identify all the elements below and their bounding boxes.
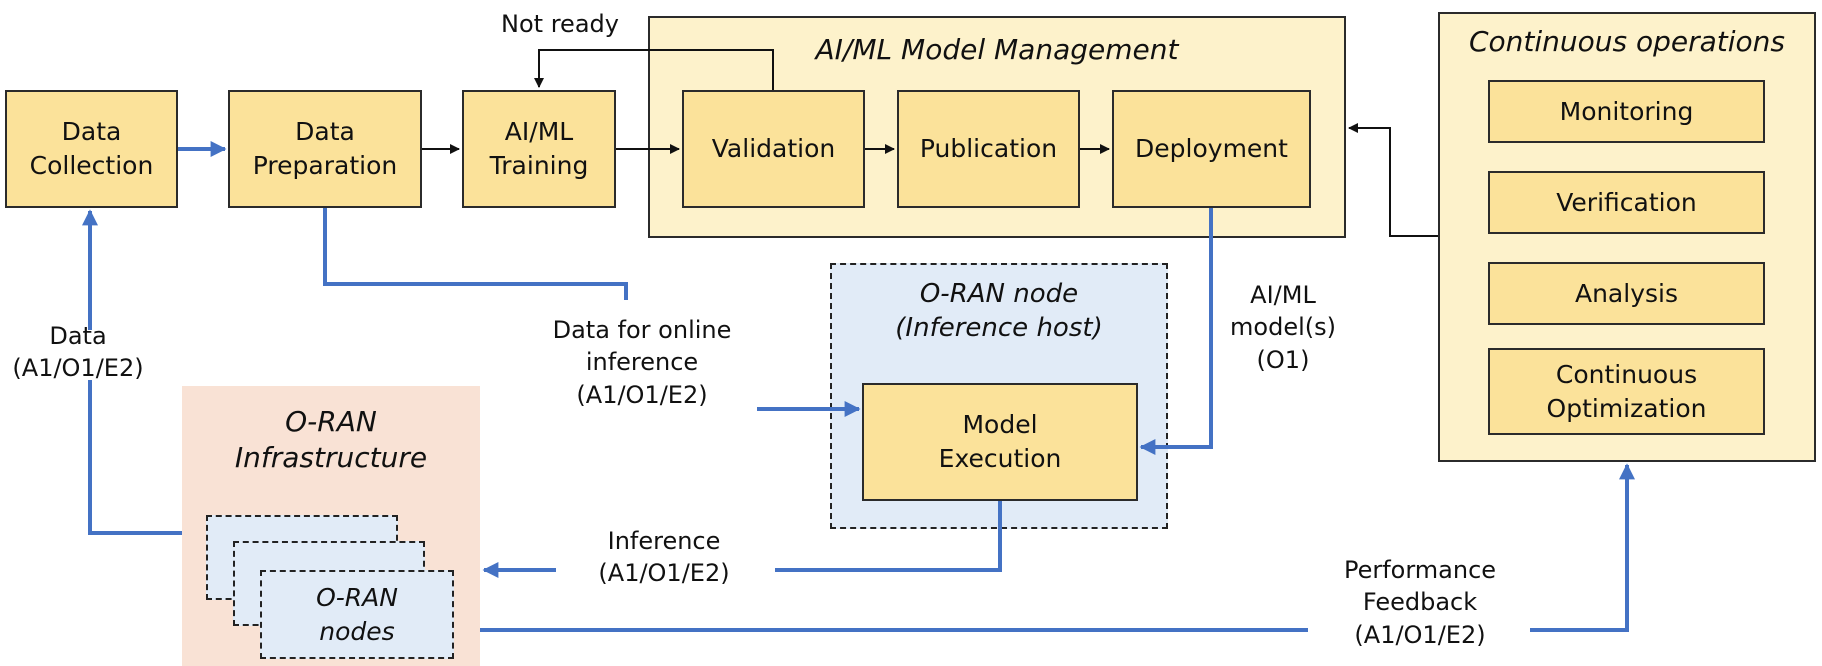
model-execution-box: Model Execution xyxy=(862,383,1138,501)
online-inference-label: Data for online inference (A1/O1/E2) xyxy=(552,316,732,409)
edge-continuous-ops-to-management xyxy=(1348,123,1438,237)
deployment-box: Deployment xyxy=(1112,90,1311,208)
edge-not-ready xyxy=(534,49,774,90)
training-box: AI/ML Training xyxy=(462,90,616,208)
inference-label: Inference (A1/O1/E2) xyxy=(598,527,730,588)
performance-feedback-label: Performance Feedback (A1/O1/E2) xyxy=(1343,556,1497,649)
edge-deployment-to-execution xyxy=(1139,208,1213,455)
monitoring-box: Monitoring xyxy=(1488,80,1765,143)
continuous-operations-title: Continuous operations xyxy=(1468,25,1786,58)
edge-execution-to-inference-label xyxy=(775,501,1002,572)
data-collection-box: Data Collection xyxy=(5,90,178,208)
oran-node-card-front xyxy=(260,570,454,659)
model-management-title: AI/ML Model Management xyxy=(815,33,1179,66)
continuous-optimization-box: Continuous Optimization xyxy=(1488,348,1765,435)
not-ready-label: Not ready xyxy=(501,10,619,38)
models-label: AI/ML model(s) (O1) xyxy=(1230,281,1336,374)
edge-feedback-to-continuous-ops xyxy=(1530,463,1635,632)
edge-infrastructure-to-collection xyxy=(88,380,182,535)
oran-node-title: O-RAN node (Inference host) xyxy=(895,279,1103,343)
data-preparation-box: Data Preparation xyxy=(228,90,422,208)
oran-nodes-label: O-RAN nodes xyxy=(316,582,398,646)
edge-preparation-data-out xyxy=(323,208,628,300)
analysis-box: Analysis xyxy=(1488,262,1765,325)
data-label: Data (A1/O1/E2) xyxy=(12,322,144,383)
verification-box: Verification xyxy=(1488,171,1765,234)
oran-infrastructure-title: O-RAN Infrastructure xyxy=(234,405,428,475)
validation-box: Validation xyxy=(682,90,865,208)
publication-box: Publication xyxy=(897,90,1080,208)
